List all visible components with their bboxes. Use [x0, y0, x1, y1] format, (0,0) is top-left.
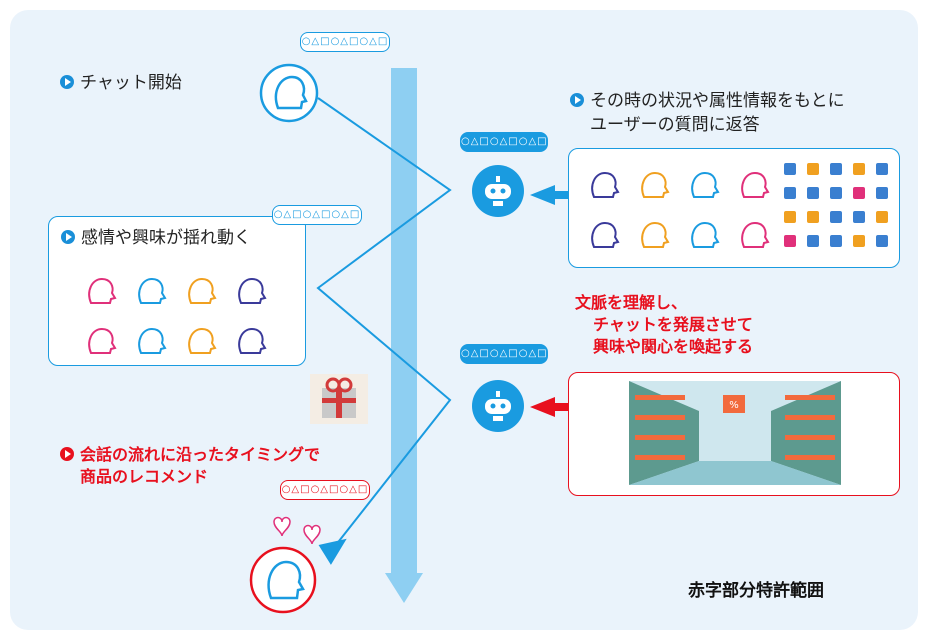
reply-info-label: その時の状況や属性情報をもとに ユーザーの質問に返答 — [570, 90, 845, 138]
svg-text:%: % — [729, 400, 739, 411]
chatbot-icon — [472, 165, 524, 217]
speech-bubble-bot-2: ○△□○△□○△□ — [460, 344, 548, 364]
recommend-label: 会話の流れに沿ったタイミングで 商品のレコメンド — [60, 444, 320, 488]
chat-start-label: チャット開始 — [60, 72, 182, 96]
speech-bubble-user-start: ○△□○△□○△□ — [300, 32, 390, 52]
store-shelf-image: % — [629, 381, 841, 485]
context-understanding-label: 文脈を理解し、 チャットを発展させて 興味や関心を喚起する — [575, 293, 754, 356]
emotion-box: 感情や興味が揺れ動く — [48, 216, 306, 366]
user-head-icon — [259, 63, 319, 123]
bullet-icon — [570, 93, 584, 107]
emotion-heads-and-attribute-icons — [591, 163, 888, 248]
speech-bubble-user-emotion: ○△□○△□○△□ — [272, 205, 362, 225]
gift-image — [310, 374, 368, 424]
store-image-box: % — [568, 372, 900, 496]
patent-scope-note: 赤字部分特許範囲 — [688, 581, 824, 601]
user-head-icon — [249, 546, 317, 614]
bullet-icon — [61, 230, 75, 244]
speech-bubble-user-final: ○△□○△□○△□ — [280, 480, 370, 500]
bullet-icon — [60, 447, 74, 461]
attribute-info-box — [568, 148, 900, 268]
speech-bubble-bot-1: ○△□○△□○△□ — [460, 132, 548, 152]
heart-icons — [273, 516, 321, 545]
bullet-icon — [60, 75, 74, 89]
chatbot-icon — [472, 380, 524, 432]
emotion-heads — [88, 277, 267, 354]
emotion-label: 感情や興味が揺れ動く — [61, 227, 251, 251]
